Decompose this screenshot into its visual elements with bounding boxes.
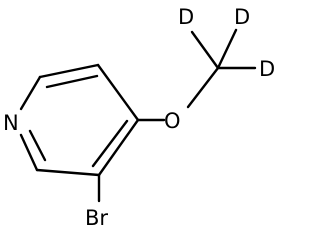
bond-c6-n bbox=[19, 133, 39, 172]
deuterium-top-left-label: D bbox=[178, 5, 194, 29]
bond-n-c2 bbox=[19, 75, 42, 111]
bond-c4-c5 bbox=[97, 118, 140, 177]
deuterium-right-label: D bbox=[259, 57, 275, 81]
deuterium-top-right-label: D bbox=[234, 5, 250, 29]
oxygen-label: O bbox=[164, 109, 181, 133]
nitrogen-label: N bbox=[3, 111, 19, 135]
bond-c5-c6 bbox=[35, 168, 101, 177]
bond-c6-n-inner bbox=[28, 129, 47, 162]
bond-o-cd3 bbox=[186, 66, 220, 109]
bond-c3-c4 bbox=[96, 63, 140, 122]
bond-c2-c3-inner bbox=[45, 74, 99, 89]
bond-c4-c5-inner bbox=[91, 119, 129, 168]
bromine-label: Br bbox=[85, 206, 108, 230]
bond-c2-c3 bbox=[38, 63, 100, 79]
bond-c-d-top-left bbox=[190, 30, 220, 70]
chemical-structure: N O Br D D D bbox=[3, 5, 275, 230]
bond-c-d-top-right bbox=[216, 28, 238, 70]
